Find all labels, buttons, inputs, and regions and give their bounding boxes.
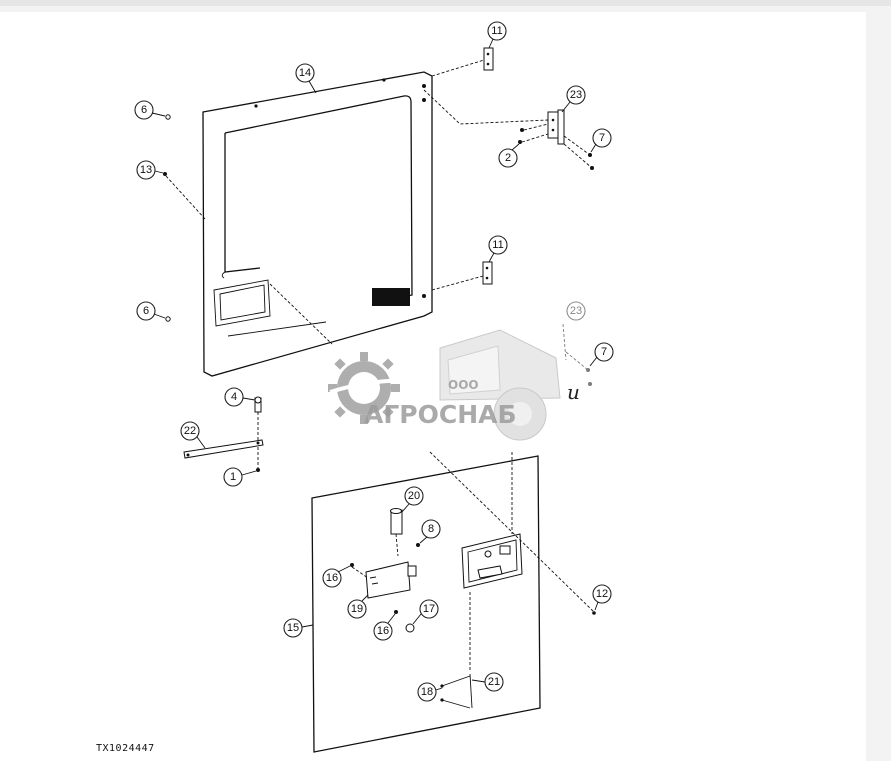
hinge-lower <box>431 261 493 291</box>
hinge-assembly-lower <box>562 323 592 386</box>
top-border <box>0 0 891 6</box>
callout-18: 18 <box>417 682 443 702</box>
callout-label: 22 <box>184 425 196 437</box>
callout-16-left: 16 <box>322 565 351 588</box>
callout-label: 15 <box>287 622 299 634</box>
callout-2: 2 <box>498 143 520 168</box>
hinge-upper <box>431 47 494 77</box>
tie-rod <box>183 283 333 472</box>
callout-label: 6 <box>141 104 147 116</box>
hinge-assembly-upper <box>423 89 594 170</box>
callout-label: 20 <box>408 490 420 502</box>
callout-label: 7 <box>599 132 605 144</box>
upper-door-panel <box>202 71 433 377</box>
callout-label: 16 <box>326 572 338 584</box>
callout-23-top: 23 <box>561 85 586 113</box>
watermark-side-mark: u <box>567 380 580 404</box>
callout-label: 23 <box>570 89 582 101</box>
callout-label: 17 <box>423 603 435 615</box>
callout-label: 8 <box>428 523 434 535</box>
callout-label: 14 <box>299 67 311 79</box>
gear-icon <box>328 352 471 424</box>
fastener-leaders-left <box>163 114 207 322</box>
lower-door-panel <box>311 451 596 753</box>
callout-7-bottom: 7 <box>589 342 614 367</box>
callout-14: 14 <box>295 63 317 94</box>
callout-label: 1 <box>230 471 236 483</box>
callout-label: 16 <box>377 625 389 637</box>
callout-4: 4 <box>224 387 256 407</box>
callout-label: 6 <box>143 305 149 317</box>
diagram-sheet <box>0 12 866 761</box>
callout-11-top: 11 <box>487 21 507 49</box>
callout-label: 11 <box>491 25 502 37</box>
callout-label: 11 <box>492 239 503 251</box>
callout-label: 7 <box>601 346 607 358</box>
callout-19: 19 <box>347 594 369 619</box>
callout-23-bottom: 23 <box>566 301 586 321</box>
callout-15: 15 <box>283 618 314 638</box>
callout-20: 20 <box>401 486 424 513</box>
callout-11-bottom: 11 <box>488 235 508 263</box>
watermark-logo: ООО АГРОСНАБ u <box>328 329 580 441</box>
figure-code: TX1024447 <box>96 743 155 754</box>
callout-label: 18 <box>421 686 433 698</box>
callout-22: 22 <box>180 421 206 449</box>
callout-8: 8 <box>419 519 441 544</box>
callout-12: 12 <box>592 584 612 611</box>
callout-label: 4 <box>231 391 237 403</box>
callout-label: 21 <box>488 676 500 688</box>
watermark-company: АГРОСНАБ <box>364 400 517 429</box>
callout-1: 1 <box>223 467 257 487</box>
callout-label: 13 <box>140 164 152 176</box>
callout-label: 2 <box>505 152 511 164</box>
tractor-icon <box>439 329 561 441</box>
callout-6-bottom: 6 <box>136 301 166 321</box>
callout-label: 19 <box>351 603 363 615</box>
callout-17: 17 <box>412 599 439 625</box>
watermark-prefix: ООО <box>448 378 479 392</box>
callout-label: 12 <box>596 588 608 600</box>
callout-21: 21 <box>471 672 504 692</box>
callout-6-top: 6 <box>134 100 166 120</box>
callout-13: 13 <box>136 160 164 180</box>
callout-label: 23 <box>570 305 582 317</box>
callout-7-top: 7 <box>590 128 612 153</box>
callout-16-right: 16 <box>373 613 396 641</box>
